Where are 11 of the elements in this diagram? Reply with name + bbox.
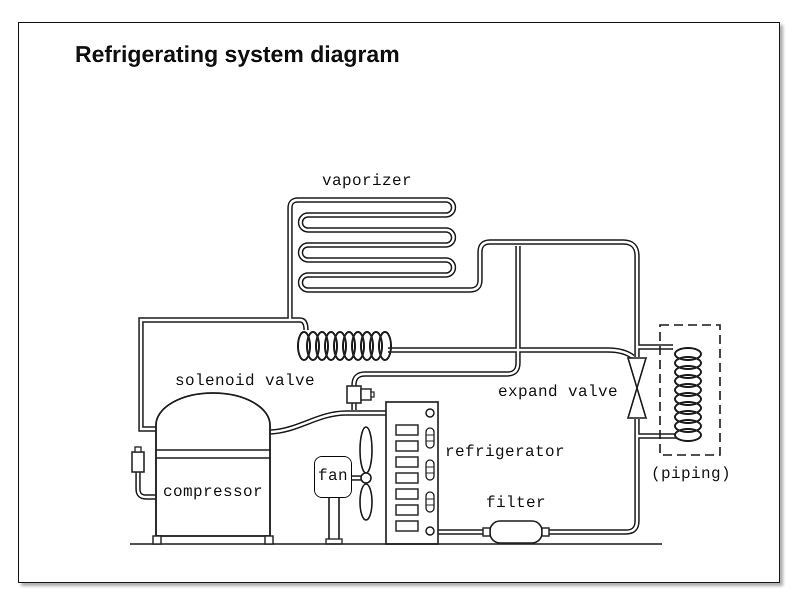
component-label: compressor — [163, 483, 263, 501]
fan-motor-box — [314, 456, 352, 498]
part-label: solenoid valve — [175, 372, 316, 390]
part-label: refrigerator — [445, 443, 566, 461]
compressor-outline — [150, 391, 276, 545]
part-label: expand valve — [498, 383, 618, 401]
diagram-title: Refrigerating system diagram — [75, 41, 400, 67]
part-label: vaporizer — [322, 172, 412, 190]
part-label: filter — [486, 494, 546, 512]
part-label: (piping) — [651, 465, 732, 483]
component-label: fan — [318, 467, 348, 485]
